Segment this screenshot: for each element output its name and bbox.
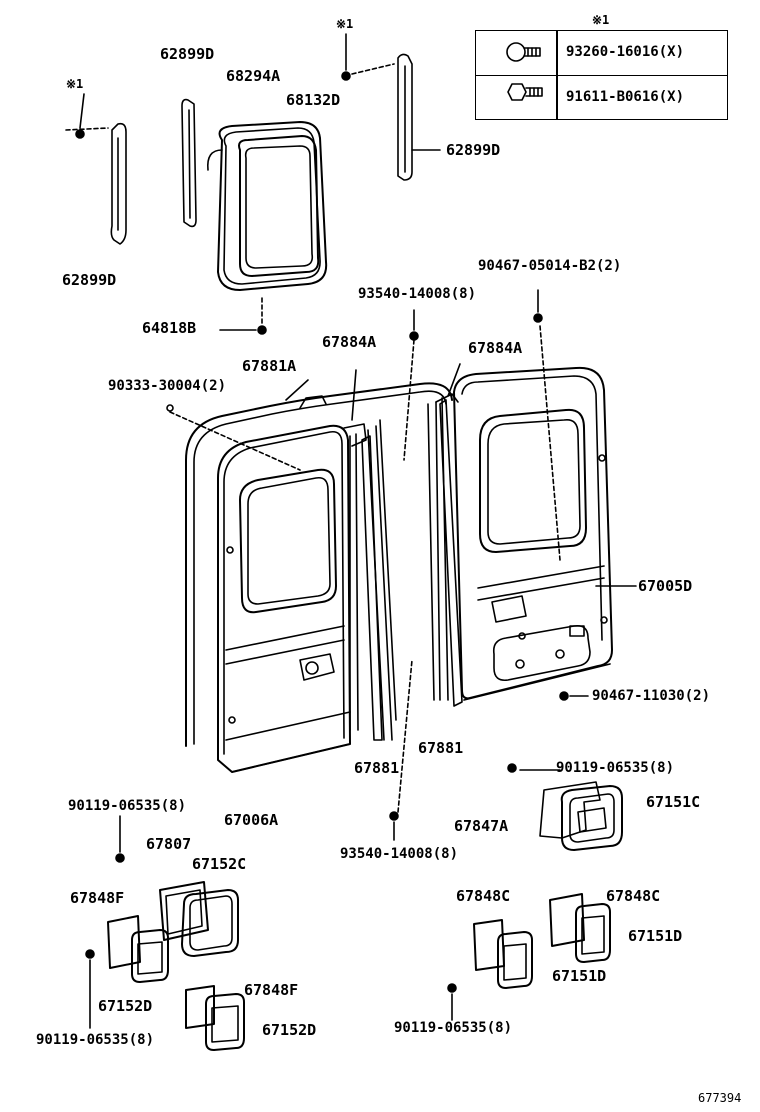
part-label: 67884A [468, 339, 523, 357]
legend-part-number: 91611-B0616(X) [566, 89, 685, 105]
trim-67847A-67151C [539, 781, 623, 851]
legend-row: 91611-B0616(X) [476, 75, 727, 120]
leader-lines [79, 33, 637, 1029]
part-label: 67848F [70, 889, 125, 907]
part-label: 90119-06535(8) [68, 798, 187, 814]
part-label: 90119-06535(8) [556, 760, 675, 776]
bolt-icon [75, 71, 569, 993]
strap-62899D-top-left [181, 98, 197, 228]
trim-67848F-67152D-bottom [185, 985, 245, 1051]
part-label: 90467-11030(2) [592, 688, 711, 704]
right-door-67005D [453, 366, 613, 701]
part-label: 68132D [286, 91, 341, 109]
part-label: 67152C [192, 855, 247, 873]
legend-separator [556, 76, 558, 120]
legend-row: 93260-16016(X) [476, 31, 727, 75]
ref-mark-top: ※1 [336, 17, 354, 31]
legend-icons [506, 42, 543, 101]
part-label: 67881 [418, 739, 464, 757]
part-label: 67152D [262, 1021, 317, 1039]
part-label: 67848F [244, 981, 299, 999]
part-label: 62899D [62, 271, 117, 289]
part-label: 67151C [646, 793, 701, 811]
part-label: 67152D [98, 997, 153, 1015]
ref-mark-left: ※1 [66, 77, 84, 91]
legend-mark: ※1 [592, 13, 610, 27]
legend-separator [556, 31, 558, 75]
part-label: 90119-06535(8) [394, 1020, 513, 1036]
part-label: 67151D [628, 927, 683, 945]
part-label: 62899D [446, 141, 501, 159]
part-label: 67884A [322, 333, 377, 351]
part-label: 67881 [354, 759, 400, 777]
window-glass-assembly [206, 121, 328, 291]
strap-62899D-right [351, 53, 441, 181]
part-label: 67848C [606, 887, 661, 905]
fastener-legend-table: 93260-16016(X) 91611-B0616(X) [475, 30, 728, 120]
part-label: 67881A [242, 357, 297, 375]
trim-67807-67152C [159, 881, 239, 957]
figure-id: 677394 [698, 1091, 742, 1105]
part-label: 90119-06535(8) [36, 1032, 155, 1048]
part-label: 93540-14008(8) [340, 846, 459, 862]
part-label: 67151D [552, 967, 607, 985]
part-label: 67807 [146, 835, 192, 853]
part-label: 68294A [226, 67, 281, 85]
vertical-seals [343, 363, 463, 741]
part-label: 90333-30004(2) [108, 378, 227, 394]
part-label: 67848C [456, 887, 511, 905]
strap-62899D-left [65, 122, 127, 245]
door-seal-67881A [185, 382, 453, 747]
part-label: 64818B [142, 319, 197, 337]
part-label: 90467-05014-B2(2) [478, 258, 622, 274]
trim-67848C-67151D [473, 893, 611, 989]
part-label: 67847A [454, 817, 509, 835]
part-label: 62899D [160, 45, 215, 63]
trim-67848F-67152D [107, 915, 169, 983]
part-label: 67006A [224, 811, 279, 829]
legend-part-number: 93260-16016(X) [566, 44, 685, 60]
left-door-67006A [217, 424, 351, 773]
part-label: 93540-14008(8) [358, 286, 477, 302]
part-label: 67005D [638, 577, 693, 595]
